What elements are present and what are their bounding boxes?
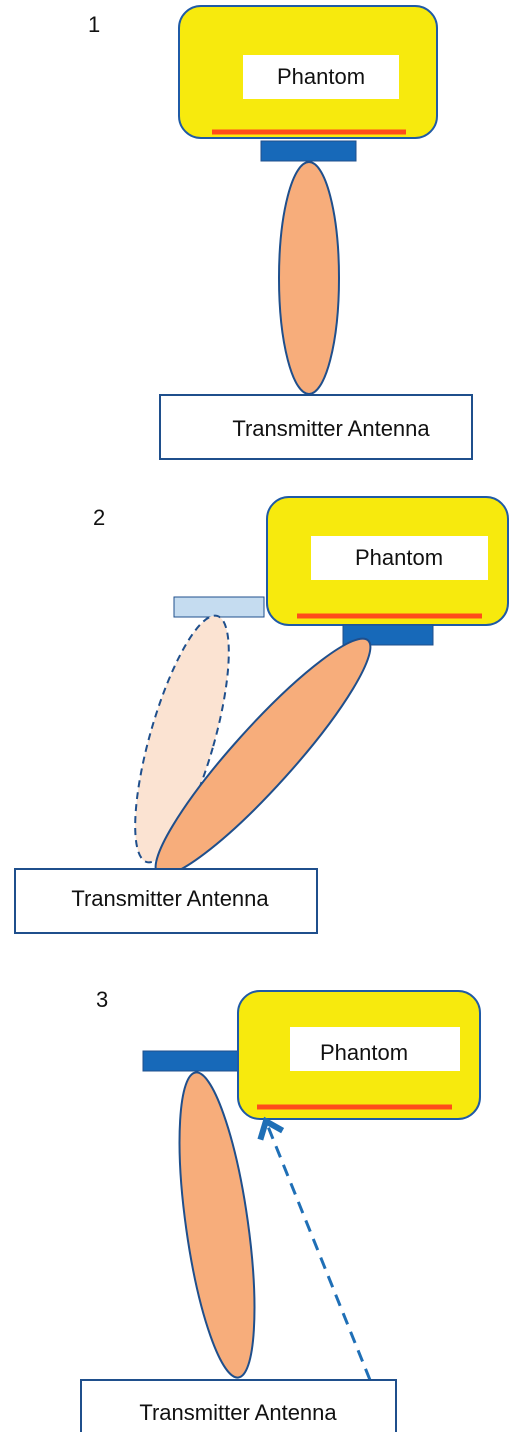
phantom-label-2: Phantom bbox=[355, 545, 443, 570]
step-number-1: 1 bbox=[88, 12, 100, 37]
step-number-2: 2 bbox=[93, 505, 105, 530]
probe-previous-position-2 bbox=[173, 596, 265, 618]
phantom-label-box-1 bbox=[243, 55, 399, 99]
probe-3 bbox=[142, 1050, 240, 1072]
probe-1 bbox=[260, 140, 357, 162]
beam-3 bbox=[178, 1071, 256, 1379]
phantom-label-3: Phantom bbox=[320, 1040, 408, 1065]
transmitter-antenna-label-3: Transmitter Antenna bbox=[139, 1400, 337, 1425]
phantom-label-box-2 bbox=[311, 536, 488, 580]
panel-3: 3 Phantom Transmitter Antenna bbox=[80, 987, 481, 1432]
transmitter-antenna-label-2: Transmitter Antenna bbox=[71, 886, 269, 911]
transmitter-antenna-1 bbox=[159, 394, 473, 460]
panel-1: 1 Phantom Transmitter Antenna bbox=[88, 5, 473, 460]
transmitter-antenna-2 bbox=[14, 868, 318, 934]
panel-2: 2 Phantom Transmitter Antenna bbox=[14, 496, 509, 934]
transmitter-antenna-label-1: Transmitter Antenna bbox=[232, 416, 430, 441]
phantom-label-box-3 bbox=[290, 1027, 460, 1071]
beam-1 bbox=[278, 161, 340, 395]
beam-previous-position-2 bbox=[134, 614, 230, 864]
transmitter-antenna-3 bbox=[80, 1379, 397, 1432]
reflection-arrow-3 bbox=[257, 1116, 372, 1381]
step-number-3: 3 bbox=[96, 987, 108, 1012]
phantom-label-1: Phantom bbox=[277, 64, 365, 89]
